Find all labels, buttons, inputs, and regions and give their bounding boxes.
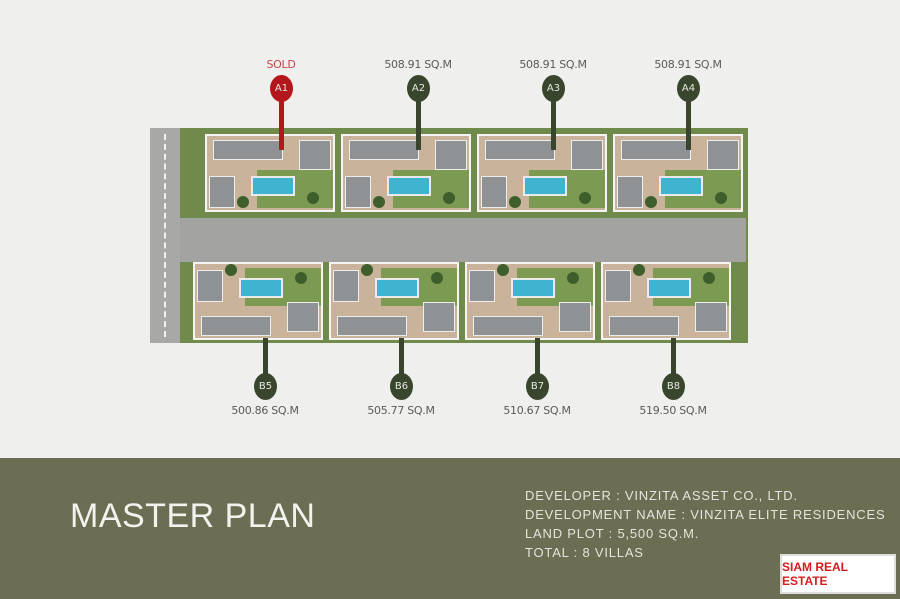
carport	[197, 270, 223, 302]
development-name-info: DEVELOPMENT NAME : VINZITA ELITE RESIDEN…	[525, 507, 886, 522]
main-road	[150, 128, 180, 343]
villa-lot	[601, 262, 731, 340]
siam-real-estate-logo: SIAM REAL ESTATE	[780, 554, 896, 594]
villa-lot	[193, 262, 323, 340]
tree	[237, 196, 249, 208]
pin-stem	[416, 95, 421, 150]
tree	[567, 272, 579, 284]
unit-area-label: 508.91 SQ.M	[654, 58, 722, 71]
villa-lot	[329, 262, 459, 340]
carport	[333, 270, 359, 302]
swimming-pool	[251, 176, 295, 196]
swimming-pool	[647, 278, 691, 298]
carport	[469, 270, 495, 302]
page-title: MASTER PLAN	[70, 497, 316, 535]
carport	[481, 176, 507, 208]
tree	[497, 264, 509, 276]
carport	[605, 270, 631, 302]
tree	[633, 264, 645, 276]
tree	[443, 192, 455, 204]
pin-stem	[671, 338, 676, 376]
pin-stem	[399, 338, 404, 376]
pin-stem	[279, 95, 284, 150]
internal-road	[180, 218, 746, 262]
pin-stem	[535, 338, 540, 376]
unit-marker-b6[interactable]: B6	[390, 373, 413, 400]
unit-marker-a3[interactable]: A3	[542, 75, 565, 102]
swimming-pool	[239, 278, 283, 298]
villa-annex	[571, 140, 603, 170]
unit-marker-a1[interactable]: A1	[270, 75, 293, 102]
villa-annex	[559, 302, 591, 332]
swimming-pool	[523, 176, 567, 196]
swimming-pool	[375, 278, 419, 298]
unit-area-label: 519.50 SQ.M	[639, 404, 707, 417]
pin-stem	[686, 95, 691, 150]
swimming-pool	[387, 176, 431, 196]
unit-marker-b5[interactable]: B5	[254, 373, 277, 400]
villa-annex	[707, 140, 739, 170]
tree	[361, 264, 373, 276]
villa-annex	[435, 140, 467, 170]
unit-marker-a4[interactable]: A4	[677, 75, 700, 102]
land-plot-info: LAND PLOT : 5,500 SQ.M.	[525, 526, 700, 541]
unit-marker-b7[interactable]: B7	[526, 373, 549, 400]
unit-marker-a2[interactable]: A2	[407, 75, 430, 102]
unit-marker-b8[interactable]: B8	[662, 373, 685, 400]
villa-building	[609, 316, 679, 336]
villa-building	[621, 140, 691, 160]
villa-lot	[613, 134, 743, 212]
tree	[579, 192, 591, 204]
villa-lot	[477, 134, 607, 212]
tree	[225, 264, 237, 276]
villa-annex	[695, 302, 727, 332]
villa-building	[213, 140, 283, 160]
villa-annex	[299, 140, 331, 170]
total-villas-info: TOTAL : 8 VILLAS	[525, 545, 644, 560]
villa-lot	[465, 262, 595, 340]
tree	[431, 272, 443, 284]
unit-area-label: 508.91 SQ.M	[384, 58, 452, 71]
tree	[307, 192, 319, 204]
site-plan	[150, 128, 748, 343]
unit-area-label: 510.67 SQ.M	[503, 404, 571, 417]
tree	[703, 272, 715, 284]
unit-area-label: 500.86 SQ.M	[231, 404, 299, 417]
unit-area-label: 505.77 SQ.M	[367, 404, 435, 417]
villa-lot	[341, 134, 471, 212]
villa-building	[201, 316, 271, 336]
pin-stem	[551, 95, 556, 150]
tree	[295, 272, 307, 284]
developer-info: DEVELOPER : VINZITA ASSET CO., LTD.	[525, 488, 798, 503]
carport	[617, 176, 643, 208]
tree	[509, 196, 521, 208]
villa-lot	[205, 134, 335, 212]
pin-stem	[263, 338, 268, 376]
tree	[645, 196, 657, 208]
carport	[345, 176, 371, 208]
unit-area-label: 508.91 SQ.M	[519, 58, 587, 71]
villa-annex	[423, 302, 455, 332]
tree	[715, 192, 727, 204]
swimming-pool	[659, 176, 703, 196]
villa-building	[473, 316, 543, 336]
villa-building	[485, 140, 555, 160]
tree	[373, 196, 385, 208]
swimming-pool	[511, 278, 555, 298]
info-band	[0, 458, 900, 599]
villa-building	[337, 316, 407, 336]
villa-annex	[287, 302, 319, 332]
villa-building	[349, 140, 419, 160]
sold-label: SOLD	[266, 58, 296, 71]
project-info: DEVELOPER : VINZITA ASSET CO., LTD. DEVE…	[525, 486, 885, 562]
carport	[209, 176, 235, 208]
